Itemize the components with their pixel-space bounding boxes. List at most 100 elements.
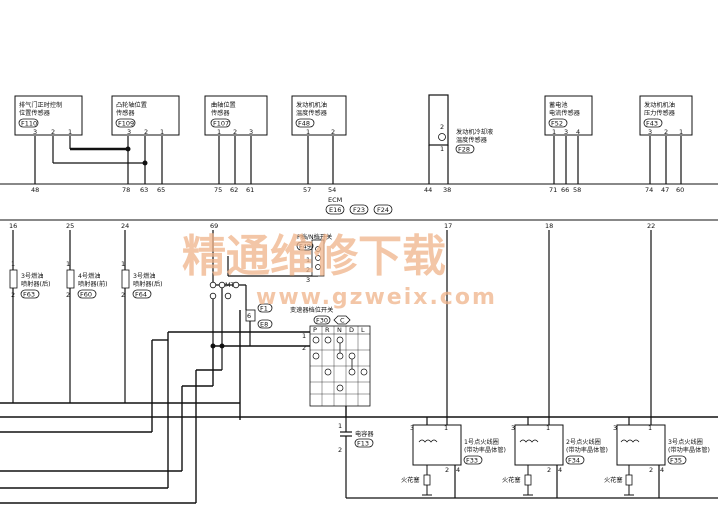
ecm-pin: 18: [545, 222, 553, 230]
connector-code: F63: [23, 291, 35, 299]
connector-code: F30: [316, 317, 328, 325]
pin-label: 2: [233, 128, 237, 136]
connector-code: F60: [80, 291, 92, 299]
sensor-label: 温度传感器: [456, 136, 488, 144]
ecm-pin: 60: [676, 186, 684, 194]
coil-label: 2号点火线圈: [566, 438, 601, 446]
pin-label: 4: [558, 466, 562, 474]
mt-label: MT: [225, 281, 235, 289]
ecm-pin: 16: [9, 222, 17, 230]
pin-label: 1: [160, 128, 164, 136]
pin-label: 2: [338, 446, 342, 454]
sensor-label: 传感器: [116, 109, 135, 117]
pin-label: 2: [66, 291, 70, 299]
coil-label: (带功率晶体管): [464, 446, 506, 454]
pin-label: 3: [410, 424, 414, 432]
sensor-crankshaft: 曲轴位置 传感器 F107 1 2 3: [204, 95, 268, 136]
pin-label: 2: [664, 128, 668, 136]
ecm-pin: 47: [661, 186, 669, 194]
connector-code: E16: [329, 206, 341, 214]
ignition-coil-1: 3 1 2 4 1号点火线圈 (带功率晶体管) F33 火花塞: [401, 230, 506, 498]
connector-code: F109: [118, 120, 134, 128]
ignition-coil-2: 3 1 2 4 2号点火线圈 (带功率晶体管) F34 火花塞: [502, 230, 608, 498]
ecm-pin: 71: [549, 186, 557, 194]
pin-label: 3: [564, 128, 568, 136]
ecm-pin: 54: [328, 186, 336, 194]
sensor-coolant-temp: 2 1 发动机冷却液 温度传感器 F28: [428, 94, 493, 154]
top-wires: [34, 136, 682, 184]
connector-code: F34: [568, 457, 580, 465]
sensor-oil-temp: 发动机机油 温度传感器 F48 1 2: [291, 95, 347, 136]
pin-label: 2: [331, 128, 335, 136]
connector-code: F64: [135, 291, 147, 299]
pnp-switch-label: P档/N档开关: [297, 233, 332, 241]
sensor-label: 排气门正时控制: [19, 101, 62, 109]
pin-label: 2: [649, 466, 653, 474]
sensor-oil-pressure: 发动机机油 压力传感器 F43 3 2 1: [639, 95, 693, 136]
junction-label: 6: [247, 312, 251, 320]
ecm-pin: 65: [157, 186, 165, 194]
injector-label: 3号燃油: [21, 272, 44, 280]
sensor-label: 发动机机油: [644, 101, 675, 109]
pin-label: 1: [306, 128, 310, 136]
connector-code: F110: [21, 120, 37, 128]
pin-label: 1: [306, 256, 310, 264]
pin-label: 2: [11, 291, 15, 299]
pin-label: 3: [306, 276, 310, 284]
injector-label: 喷射器(前): [78, 280, 108, 288]
pin-label: 3: [511, 424, 515, 432]
pin-label: 2: [121, 291, 125, 299]
harness-wires: [0, 310, 718, 504]
capacitor: 1 2 电容器 F13: [338, 417, 718, 499]
ecm-pin: 58: [573, 186, 581, 194]
ecm-pin: 48: [31, 186, 39, 194]
sensor-label: 位置传感器: [19, 109, 51, 117]
coil-label: 1号点火线圈: [464, 438, 499, 446]
ecm-pin: 66: [561, 186, 569, 194]
connector-code: F35: [670, 457, 682, 465]
ecm-pin: 57: [303, 186, 311, 194]
pin-label: 1: [552, 128, 556, 136]
sensor-label: 发动机机油: [296, 101, 327, 109]
gear-position-label: R: [325, 326, 330, 334]
pin-label: 1: [440, 145, 444, 153]
ecm-pin: 69: [210, 222, 218, 230]
spark-plug-label: 火花塞: [502, 476, 521, 484]
sensor-label: 电流传感器: [549, 109, 581, 117]
ecm-pin: 62: [230, 186, 238, 194]
spark-plug-label: 火花塞: [604, 476, 623, 484]
pin-label: 3: [249, 128, 253, 136]
connector-code: F24: [377, 206, 389, 214]
ignition-coil-3: 3 1 2 4 3号点火线圈 (带功率晶体管) F35 火花塞: [604, 230, 710, 498]
gear-position-label: D: [349, 326, 354, 334]
sensor-label: 曲轴位置: [211, 101, 236, 109]
pin-label: 1: [338, 422, 342, 430]
pin-label: 3: [33, 128, 37, 136]
pin-label: 1: [121, 260, 125, 268]
ecm-pin: 25: [66, 222, 74, 230]
pin-label: 4: [660, 466, 664, 474]
pin-label: 2: [306, 266, 310, 274]
ecm-label: ECM: [328, 196, 342, 204]
sensor-label: 蓄电池: [549, 101, 568, 109]
connector-code: C: [340, 317, 345, 325]
gear-switch-label: 变速器档位开关: [290, 306, 333, 314]
connector-code: F13: [357, 440, 369, 448]
watermark-text: 精通维修下载: [182, 231, 446, 282]
connector-code: F33: [466, 457, 478, 465]
ecm-pin: 24: [121, 222, 129, 230]
connector-code: F49: [299, 243, 311, 251]
sensor-battery-current: 蓄电池 电流传感器 F52 1 3 4: [544, 95, 593, 136]
pnp-switch: [209, 230, 325, 370]
ecm-pin: 22: [647, 222, 655, 230]
sensor-label: 温度传感器: [296, 109, 328, 117]
watermark-url: www.gzweix.com: [256, 285, 497, 310]
connector-code: F52: [551, 120, 563, 128]
pin-label: 1: [444, 424, 448, 432]
pin-label: 1: [66, 260, 70, 268]
ecm-block: 48 78 63 65 75 62 61 57 54 44 38 71 66 5…: [0, 183, 718, 230]
ecm-pin: 61: [246, 186, 254, 194]
coil-label: 3号点火线圈: [668, 438, 703, 446]
injector-label: 4号燃油: [78, 272, 101, 280]
coil-label: (带功率晶体管): [566, 446, 608, 454]
